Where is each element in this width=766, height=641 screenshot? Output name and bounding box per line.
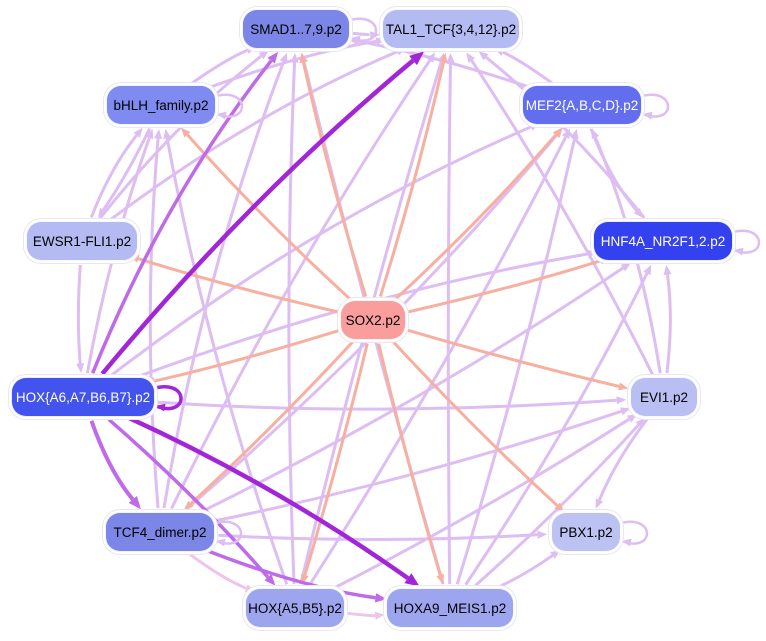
node-label: HOX{A6,A7,B6,B7}.p2 <box>15 389 151 405</box>
node-smad1-7-9[interactable]: SMAD1..7,9.p2 <box>242 9 350 49</box>
node-label: HOX{A5,B5}.p2 <box>248 600 342 616</box>
node-pbx1[interactable]: PBX1.p2 <box>551 512 621 552</box>
node-label: SMAD1..7,9.p2 <box>250 21 342 37</box>
node-ewsr1-fli1[interactable]: EWSR1-FLI1.p2 <box>26 221 138 261</box>
node-hnf4a-nr2f[interactable]: HNF4A_NR2F1,2.p2 <box>593 221 733 261</box>
node-tcf4-dimer[interactable]: TCF4_dimer.p2 <box>105 512 215 552</box>
node-label: TAL1_TCF{3,4,12}.p2 <box>385 21 517 37</box>
node-bhlh-family[interactable]: bHLH_family.p2 <box>106 85 216 125</box>
node-label: bHLH_family.p2 <box>113 97 209 113</box>
node-label: HOXA9_MEIS1.p2 <box>393 600 507 616</box>
node-mef2[interactable]: MEF2{A,B,C,D}.p2 <box>522 85 642 125</box>
node-hox-a5b5[interactable]: HOX{A5,B5}.p2 <box>245 588 345 628</box>
node-sox2[interactable]: SOX2.p2 <box>340 300 406 340</box>
node-label: TCF4_dimer.p2 <box>113 524 207 540</box>
node-label: EWSR1-FLI1.p2 <box>32 233 132 249</box>
node-label: EVI1.p2 <box>639 389 689 405</box>
node-evi1[interactable]: EVI1.p2 <box>630 377 698 417</box>
node-tal1-tcf[interactable]: TAL1_TCF{3,4,12}.p2 <box>382 9 520 49</box>
node-label: HNF4A_NR2F1,2.p2 <box>600 233 726 249</box>
node-label: SOX2.p2 <box>345 312 401 328</box>
node-hox-a6a7b6b7[interactable]: HOX{A6,A7,B6,B7}.p2 <box>11 377 155 417</box>
node-hoxa9-meis1[interactable]: HOXA9_MEIS1.p2 <box>386 588 514 628</box>
node-label: PBX1.p2 <box>559 524 613 540</box>
node-label: MEF2{A,B,C,D}.p2 <box>525 97 639 113</box>
